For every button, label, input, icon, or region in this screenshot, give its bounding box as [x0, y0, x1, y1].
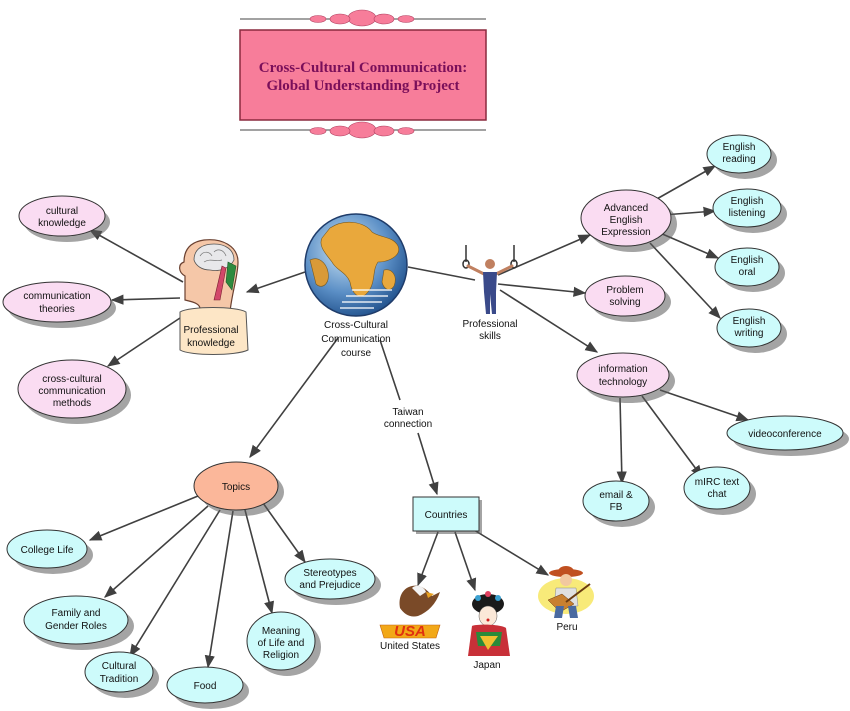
country-label: United States [380, 641, 440, 652]
professional-skills-line-1: Professional [462, 319, 517, 330]
node-label: English [723, 142, 756, 153]
node-label: Gender Roles [45, 621, 107, 632]
node-label: Tradition [100, 674, 139, 685]
title-banner: Cross-Cultural Communication: Global Und… [239, 9, 487, 139]
node-cross-cultural-methods[interactable]: cross-cultural communication methods [17, 359, 131, 424]
node-label: English [731, 196, 764, 207]
node-communication-theories[interactable]: communication theories [2, 281, 116, 328]
center-line-1: Cross-Cultural [324, 320, 388, 331]
head-brain-icon [179, 239, 239, 313]
node-label: and Prejudice [299, 580, 361, 591]
node-label: FB [610, 502, 623, 513]
country-label: Japan [473, 660, 500, 671]
node-label: cultural [46, 206, 78, 217]
node-label: oral [739, 267, 756, 278]
node-label: information [598, 364, 647, 375]
node-label: Problem [606, 285, 643, 296]
node-college-life[interactable]: College Life [6, 529, 93, 574]
node-label: writing [734, 328, 764, 339]
node-meaning-of-life[interactable]: Meaning of Life and Religion [246, 611, 321, 676]
node-label: theories [39, 304, 75, 315]
node-cultural-tradition[interactable]: Cultural Tradition [84, 651, 159, 698]
usa-badge-text: USA [394, 623, 426, 640]
gymnast-icon [462, 245, 518, 314]
node-videoconference[interactable]: videoconference [726, 415, 849, 456]
node-label: videoconference [748, 429, 822, 440]
node-food[interactable]: Food [166, 666, 249, 709]
country-united-states[interactable]: USA United States [379, 585, 441, 652]
node-label: Food [194, 681, 217, 692]
node-mirc-chat[interactable]: mIRC text chat [683, 466, 756, 515]
node-label: English [733, 316, 766, 327]
node-problem-solving[interactable]: Problem solving [584, 275, 671, 322]
node-cultural-knowledge[interactable]: cultural knowledge [18, 195, 110, 242]
topics-label: Topics [222, 482, 250, 493]
node-topics[interactable]: Topics [193, 461, 284, 516]
node-english-listening[interactable]: English listening [712, 188, 787, 233]
node-information-technology[interactable]: information technology [576, 352, 675, 403]
country-peru[interactable]: Peru [538, 566, 594, 633]
node-label: communication [23, 291, 90, 302]
center-line-2: Communication [321, 334, 390, 345]
node-stereotypes-prejudice[interactable]: Stereotypes and Prejudice [284, 558, 381, 605]
center-node[interactable]: Cross-Cultural Communication course [304, 213, 408, 359]
connectors [88, 165, 750, 669]
country-label: Peru [556, 622, 577, 633]
node-label: Expression [601, 227, 650, 238]
node-label: cross-cultural [42, 374, 101, 385]
title-box [239, 29, 487, 121]
node-label: communication [38, 386, 105, 397]
title-line-2: Global Understanding Project [266, 78, 459, 94]
node-label: College Life [21, 545, 74, 556]
node-english-reading[interactable]: English reading [706, 134, 777, 179]
globe-icon [304, 213, 408, 317]
node-label: Stereotypes [303, 568, 356, 579]
professional-knowledge-line-1: Professional [183, 325, 238, 336]
professional-skills-line-2: skills [479, 331, 501, 342]
node-label: reading [722, 154, 755, 165]
node-family-gender-roles[interactable]: Family and Gender Roles [23, 595, 134, 650]
country-japan[interactable]: Japan [468, 591, 510, 671]
node-label: Cultural [102, 661, 136, 672]
professional-knowledge-node[interactable]: Professional knowledge [179, 239, 249, 355]
node-label: solving [609, 297, 640, 308]
countries-label: Countries [425, 510, 468, 521]
node-label: Advanced [604, 203, 648, 214]
professional-knowledge-line-2: knowledge [187, 338, 235, 349]
node-label: of Life and [258, 638, 305, 649]
node-email-fb[interactable]: email & FB [582, 480, 655, 527]
node-label: mIRC text [695, 477, 740, 488]
taiwan-connection-label: Taiwan connection [384, 407, 432, 430]
connection-line-1: Taiwan [392, 407, 423, 418]
node-label: Family and [52, 608, 101, 619]
node-label: English [610, 215, 643, 226]
eagle-usa-icon: USA [379, 585, 441, 640]
node-label: English [731, 255, 764, 266]
professional-skills-node[interactable]: Professional skills [462, 245, 518, 342]
connection-line-2: connection [384, 419, 432, 430]
geisha-icon [468, 591, 510, 656]
node-countries[interactable]: Countries [412, 496, 482, 534]
node-advanced-english[interactable]: Advanced English Expression [580, 189, 677, 252]
node-label: Meaning [262, 626, 300, 637]
guitar-player-icon [538, 566, 594, 618]
node-label: email & [599, 490, 633, 501]
node-label: chat [708, 489, 727, 500]
node-label: technology [599, 377, 647, 388]
node-label: knowledge [38, 218, 86, 229]
title-line-1: Cross-Cultural Communication: [259, 60, 467, 76]
node-label: methods [53, 398, 91, 409]
center-line-3: course [341, 348, 371, 359]
node-label: Religion [263, 650, 299, 661]
node-english-oral[interactable]: English oral [714, 247, 785, 292]
node-english-writing[interactable]: English writing [716, 308, 787, 353]
node-label: listening [729, 208, 766, 219]
